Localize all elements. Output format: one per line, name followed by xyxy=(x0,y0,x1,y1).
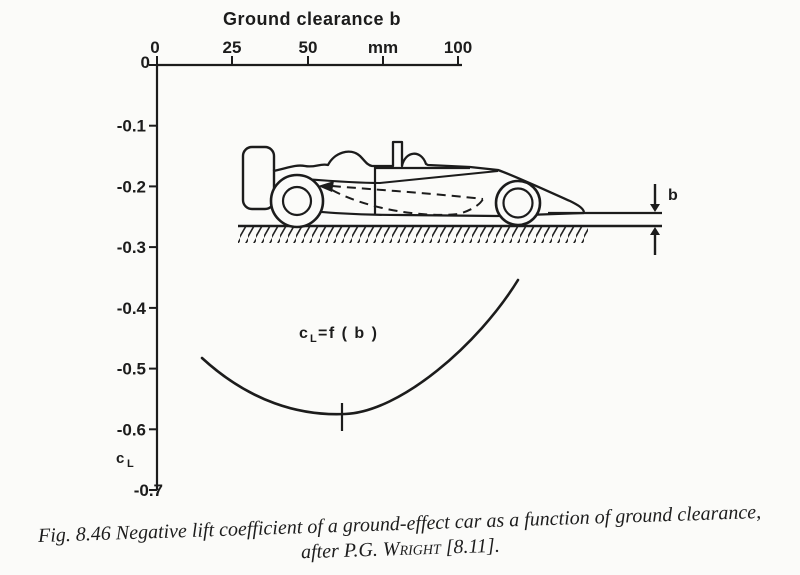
figure-caption: Fig. 8.46 Negative lift coefficient of a… xyxy=(0,499,800,575)
y-tick-label-1: -0.1 xyxy=(117,117,146,136)
svg-text:c: c xyxy=(299,325,308,342)
clearance-arrow-down-icon xyxy=(650,184,660,212)
svg-text:L: L xyxy=(310,333,317,345)
lift-curve xyxy=(200,278,520,416)
svg-text:=f ( b ): =f ( b ) xyxy=(318,325,378,342)
caption-author-name: Wright xyxy=(382,536,442,561)
x-axis-ticks xyxy=(156,56,459,65)
rear-wheel xyxy=(269,173,325,229)
y-tick-label-2: -0.2 xyxy=(117,177,146,196)
x-tick-label-1: 25 xyxy=(223,38,242,57)
rear-wing xyxy=(241,145,276,211)
x-tick-label-3: mm xyxy=(368,38,398,57)
x-tick-label-2: 50 xyxy=(299,38,318,57)
svg-text:c: c xyxy=(116,450,124,467)
y-tick-label-5: -0.5 xyxy=(117,360,146,379)
y-tick-label-6: -0.6 xyxy=(117,420,146,439)
clearance-arrow-up-icon xyxy=(650,227,660,255)
y-tick-label-3: -0.3 xyxy=(117,238,146,257)
svg-text:L: L xyxy=(127,458,134,470)
x-axis-title: Ground clearance b xyxy=(223,9,401,29)
x-tick-label-4: 100 xyxy=(444,38,472,57)
y-axis-unit-label: c L xyxy=(116,450,134,470)
figure-canvas: Ground clearance b 0 25 50 mm 100 xyxy=(116,9,678,500)
clearance-dimension: b xyxy=(548,184,678,255)
car-body-silhouette xyxy=(272,140,586,213)
clearance-label: b xyxy=(668,187,678,204)
car-illustration: b xyxy=(238,140,678,255)
sidepod-panel xyxy=(373,166,470,215)
y-axis-ticks xyxy=(149,64,157,491)
front-wheel xyxy=(494,179,542,227)
venturi-arrowhead-icon xyxy=(318,181,334,192)
venturi-dashed-outline xyxy=(331,185,484,216)
y-tick-label-0: 0 xyxy=(141,53,150,72)
y-tick-label-7: -0.7 xyxy=(134,481,163,500)
x-tick-label-0: 0 xyxy=(150,38,159,57)
curve-equation-label: c L =f ( b ) xyxy=(299,325,378,345)
y-tick-label-4: -0.4 xyxy=(117,299,147,318)
ground-hatching xyxy=(238,227,588,243)
